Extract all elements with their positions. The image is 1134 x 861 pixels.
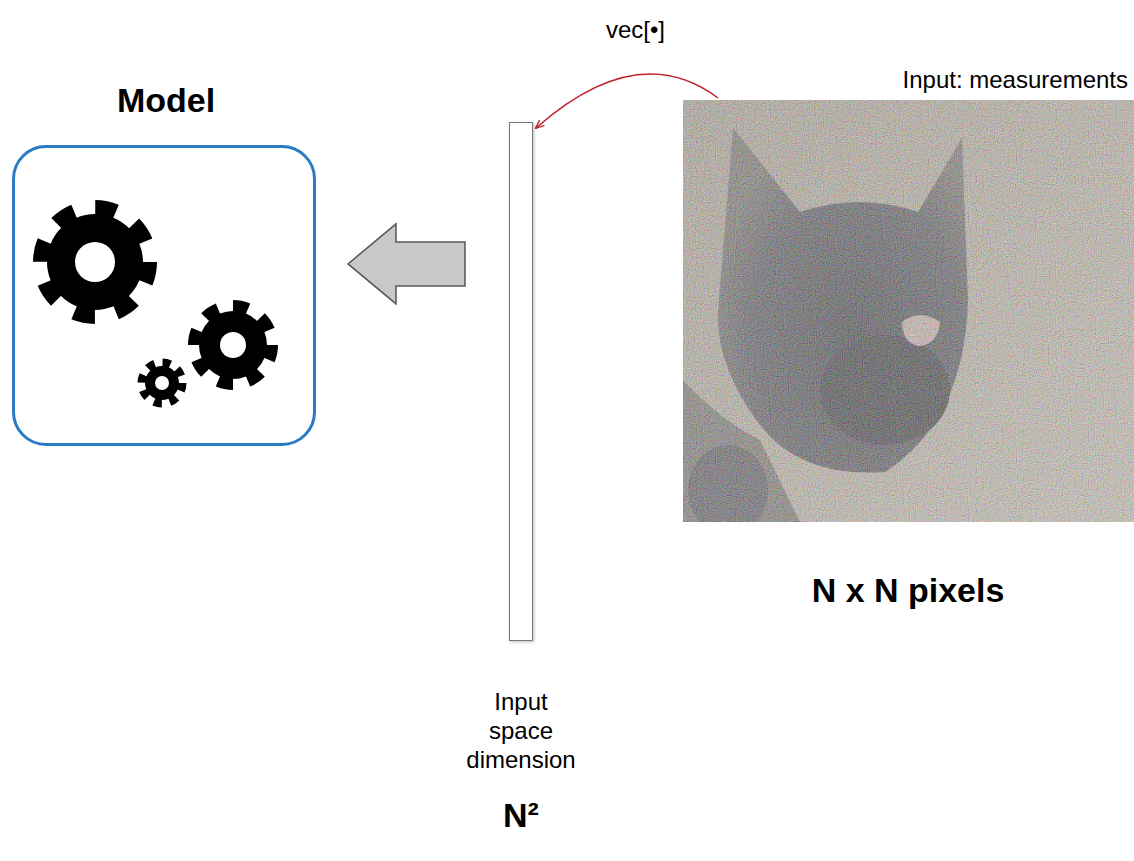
gear-body <box>199 311 267 379</box>
arrow-shape <box>348 224 465 304</box>
image-frame: Input: measurementsN x N pixels <box>683 100 1134 522</box>
block-arrow <box>348 224 465 304</box>
gear-teeth <box>142 363 182 403</box>
gear-body <box>145 366 179 400</box>
input-label: Input: measurements <box>903 66 1128 95</box>
gear-teeth <box>42 209 148 315</box>
gear-hole <box>155 376 169 390</box>
node-heading: Model <box>116 80 217 121</box>
arrow-line <box>536 74 718 128</box>
photo-noise <box>683 100 1134 522</box>
dimension-caption: Input space dimension <box>465 688 577 774</box>
cat-photo <box>683 100 1134 522</box>
gear-teeth <box>195 307 271 383</box>
gear-body <box>47 214 143 310</box>
image-size-label: N x N pixels <box>811 570 1006 611</box>
model-box: Model <box>12 145 316 446</box>
photo-ground <box>683 100 1134 522</box>
vectorize-arrow <box>536 74 718 128</box>
dimension-value: N² <box>502 795 540 836</box>
input-vector: Input space dimensionN² <box>509 122 533 641</box>
gear-hole <box>220 332 246 358</box>
edge-label: vec[•] <box>604 16 667 45</box>
gear-icon <box>42 209 271 403</box>
gear-hole <box>75 242 115 282</box>
